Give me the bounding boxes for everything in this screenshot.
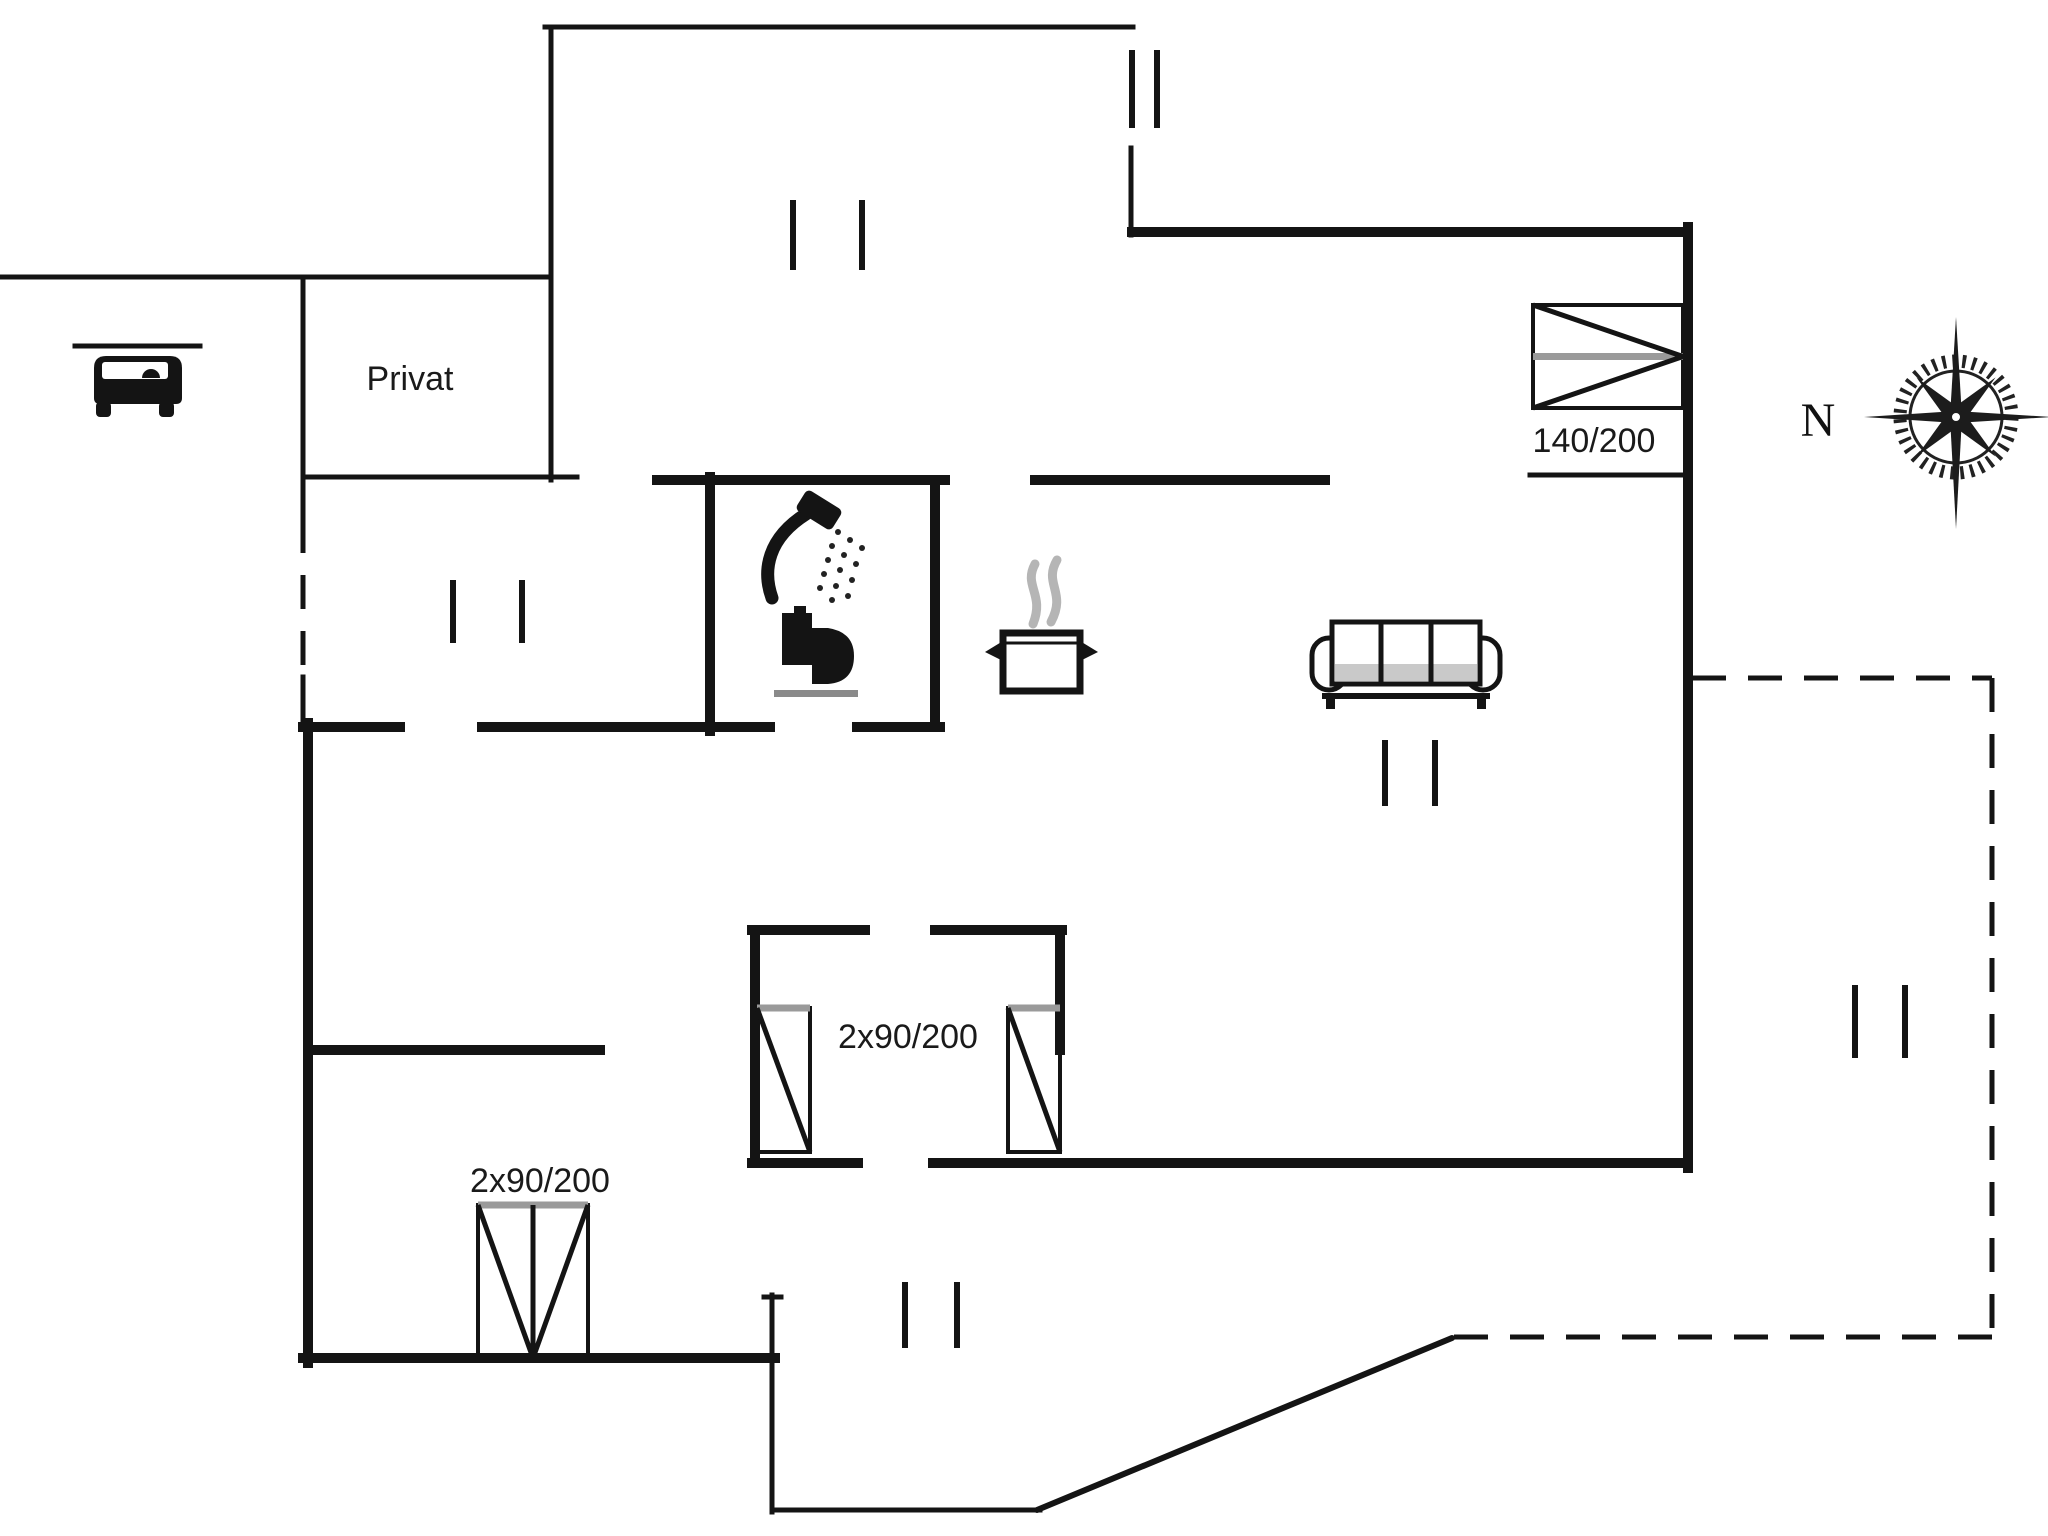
bed-symbol-single [1005,1004,1063,1154]
bed-symbols-layer [475,302,1685,1360]
bed-diagonal [754,1007,813,1153]
toilet-icon [774,606,858,697]
car-icon [94,356,182,417]
shower-spray-dots [817,529,865,603]
cooking-pot-icon [985,555,1098,695]
wall-segment-diagonal [1034,1335,1455,1513]
bed-diagonal [475,1204,536,1359]
sofa-icon [1309,619,1503,709]
bed-symbol-double [1531,302,1685,411]
compass-north-label: N [1801,394,1836,447]
walls-layer [0,24,1995,1515]
shower-icon [761,490,865,605]
compass-rose-icon [1864,317,2048,529]
bed-diagonal [530,1204,591,1359]
window-door-markers-layer [450,50,1908,1348]
bed-symbol-single [754,1004,813,1154]
steam-icon [1046,555,1062,627]
bed-size-label-140-200: 140/200 [1533,422,1656,460]
bed-diagonal [1005,1007,1063,1153]
bed-diagonal [1532,354,1684,411]
bed-symbol-twin-v [475,1201,591,1360]
steam-icon [1026,559,1042,629]
bed-size-label-left-2x90-200: 2x90/200 [470,1162,610,1200]
room-label-privat: Privat [367,360,454,398]
bed-size-label-mid-2x90-200: 2x90/200 [838,1018,978,1056]
bed-diagonal [1532,302,1684,359]
